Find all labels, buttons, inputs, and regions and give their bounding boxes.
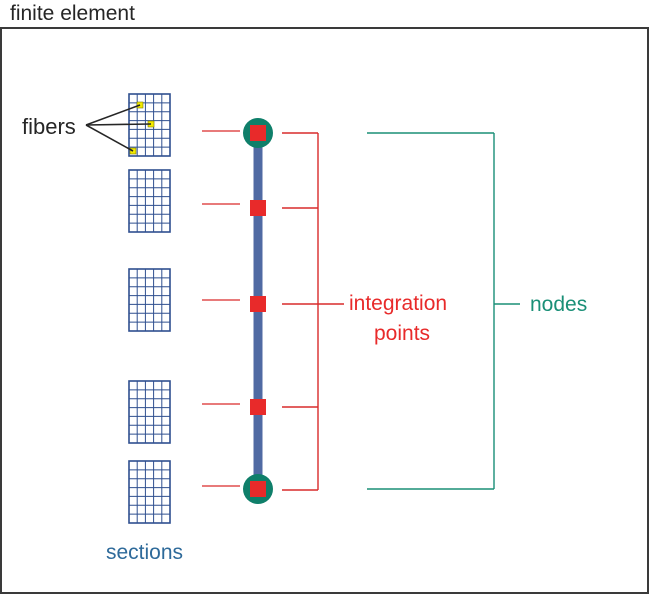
section-outline bbox=[128, 380, 171, 444]
fiber-pointer-line bbox=[85, 123, 152, 126]
integration-point bbox=[250, 481, 266, 497]
integration-point bbox=[250, 296, 266, 312]
nodes-label: nodes bbox=[530, 293, 587, 316]
section-grid bbox=[128, 268, 171, 332]
integration-point bbox=[250, 399, 266, 415]
integration-bracket bbox=[282, 132, 344, 491]
sections-group bbox=[128, 93, 171, 524]
section-grid bbox=[128, 93, 171, 157]
integration-points-label-line2: points bbox=[374, 322, 430, 345]
fiber-pointer-line bbox=[85, 124, 134, 152]
section-outline bbox=[128, 169, 171, 233]
section-outline bbox=[128, 268, 171, 332]
integration-point bbox=[250, 125, 266, 141]
nodes-bracket bbox=[367, 132, 520, 490]
section-outline bbox=[128, 460, 171, 524]
fibers-label: fibers bbox=[22, 114, 76, 139]
integration-point bbox=[250, 200, 266, 216]
section-grid bbox=[128, 169, 171, 233]
section-grid bbox=[128, 460, 171, 524]
integration-points-label-line1: integration bbox=[349, 292, 447, 315]
integration-points bbox=[250, 125, 266, 497]
section-connectors bbox=[202, 130, 240, 487]
diagram-title: finite element bbox=[10, 2, 135, 25]
fiber-pointer-line bbox=[85, 104, 141, 126]
fiber-pointers bbox=[85, 104, 152, 152]
element-frame bbox=[0, 27, 649, 594]
section-grid bbox=[128, 380, 171, 444]
sections-label: sections bbox=[106, 541, 183, 564]
